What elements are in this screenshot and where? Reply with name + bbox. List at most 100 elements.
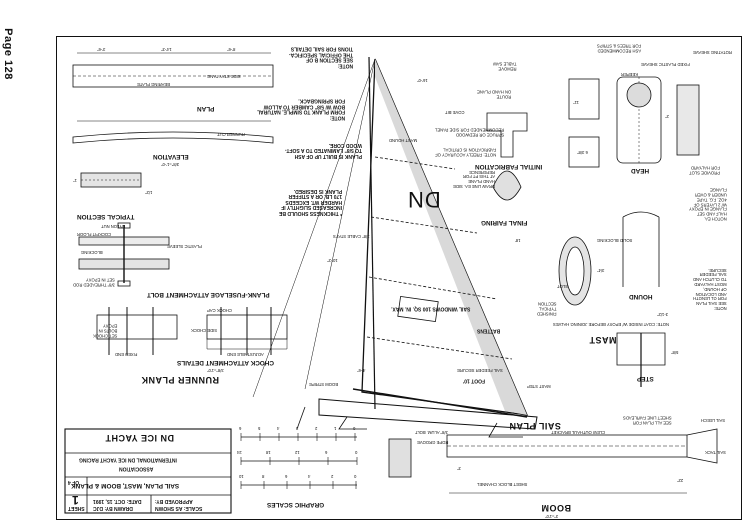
note-nylon-nut: NYLON NUT — [101, 223, 126, 229]
note-slot: SLOT — [557, 283, 568, 289]
runner-right — [488, 422, 523, 438]
note-finished: FINISHED TYPICAL SECTION — [537, 301, 557, 317]
note-cockpit-floor: COCKPIT FLOOR — [77, 231, 112, 237]
note-draw-line: DRAW LINE EA. SIDE HAND PLANE AT THIS PT… — [453, 169, 495, 190]
dim-2: 14'-3" — [161, 46, 172, 52]
sail-window — [397, 296, 439, 322]
title-block-drawn: DRAWN BY: DJC — [93, 505, 133, 511]
note-runner-cut: RUNNER CUT — [217, 131, 245, 137]
note-sail-leech: SAIL LEECH — [701, 417, 726, 423]
note-thickness: * THICKNESS SHOULD BE INCREASED SLIGHTLY… — [279, 187, 343, 216]
dim-14: 6 3/8" — [577, 149, 588, 155]
scale-a-5: 5 — [258, 425, 261, 431]
dim-6: 10'-2" — [327, 257, 338, 263]
head-sheave — [626, 82, 652, 108]
sail-window-label: SAIL WINDOWS 100 SQ. IN. MAX. — [391, 305, 471, 312]
note-spruce: SPRUCE OR REDWOOD RECOMMENDED FOR SIDE P… — [435, 127, 505, 138]
note-rope-groove: ROPE GROOVE — [417, 439, 449, 445]
scale-c-2: 4 — [308, 473, 311, 479]
note-plan: PLAN — [197, 105, 215, 112]
graphic-scales-drawing — [240, 433, 358, 489]
steer-runner — [296, 406, 306, 430]
dim-17: 22" — [677, 477, 684, 483]
note-boom-stripe: BOOM STRIPE — [309, 381, 339, 387]
note-side-stay: SIDE STAY TANG — [207, 73, 241, 79]
title-block-date: DATE: OCT. 15, 1991 — [93, 498, 142, 504]
sail-batten-2 — [370, 216, 478, 234]
note-mast-step: MAST STEP — [527, 383, 551, 389]
sail-insignia: DN — [407, 187, 441, 212]
note-sheet-block: SHEET BLOCK CHANNEL — [477, 481, 528, 487]
dim-5: 1" — [73, 177, 77, 183]
scale-c-3: 6 — [285, 473, 288, 479]
title-block-sheet-of: OF 4 — [68, 479, 80, 485]
boom-drawing — [388, 428, 718, 494]
forestay-line — [304, 58, 376, 390]
note-sail-feeder: SAIL FEEDER SECURE — [457, 367, 503, 373]
scale-b-1: 6 — [325, 449, 328, 455]
title-block-org-line2: ASSOCIATION — [119, 465, 154, 472]
drawing-sheet: DN ICE YACHT INTERNATIONAL DN ICE YACHT … — [56, 36, 742, 520]
final-fairing-shape — [492, 170, 522, 201]
note-solid-blocking: SOLID BLOCKING — [597, 237, 633, 243]
note-ash-rec: ASH RECOMMENDED FOR TREES & STRIPS — [597, 43, 642, 54]
runner-left — [338, 416, 367, 430]
step-detail — [616, 332, 666, 366]
title-block-scale: SCALE: AS SHOWN — [155, 505, 203, 511]
scale-c-5: 10 — [239, 473, 244, 479]
title-block-sheet-number: 1 — [71, 493, 79, 507]
scale-b-2: 12 — [295, 449, 300, 455]
sail-foot-label: FOOT 10' — [463, 377, 486, 384]
dim-15: 11" — [573, 99, 579, 105]
page-marker-text: Page 128 — [2, 28, 15, 80]
note-plastic-sleeve: PLASTIC SLEEVE — [167, 243, 202, 249]
hound-detail — [622, 211, 660, 287]
elevation-scale: 3/8"=1'-0" — [161, 161, 180, 167]
heading-runner-plank: RUNNER PLANK — [141, 375, 219, 385]
note-vertical-rod: 3/8" THREADED ROD SET IN EPOXY — [73, 277, 115, 288]
note-cable-stays: 3/8" CABLE STAYS — [333, 233, 370, 239]
mast-details-drawing — [486, 76, 700, 387]
blueprint-linework — [64, 52, 718, 514]
dim-3: 8'-6" — [227, 46, 236, 52]
note-sail-tack: SAIL TACK — [705, 449, 726, 455]
note-fixed-end: FIXED END — [115, 351, 138, 357]
chock-scale: 3/8"=1'0" — [207, 367, 224, 373]
note-accuracy: NOTE: FREELY ACCURACY OF FABRICATION IS … — [435, 147, 497, 158]
dim-16: 3" — [457, 465, 461, 471]
heading-mast: MAST — [589, 335, 617, 345]
fixed-chock — [96, 314, 178, 340]
dim-9: 18' — [515, 237, 521, 243]
note-notch: NOTCH EA. HALF AND SET FLANGE IN EPOXY W… — [689, 187, 727, 222]
scale-a-0: 0 — [353, 425, 356, 431]
heading-chock-details: CHOCK ATTACHMENT DETAILS — [177, 359, 275, 366]
sail-batten-3 — [368, 276, 498, 300]
note-chock-cap: CHOCK CAP — [207, 307, 232, 313]
note-side-chock: SIDE CHOCK — [191, 327, 218, 333]
note-cove-bit: COVE BIT — [445, 109, 465, 115]
heading-boom: BOOM — [541, 503, 571, 513]
scale-b-0: 0 — [355, 449, 358, 455]
scale-a-1: 1 — [334, 425, 337, 431]
scale-a-4: 4 — [277, 425, 280, 431]
note-bolts: SET CHOCK BOLTS IN EPOXY — [93, 323, 118, 339]
plank-elevation — [72, 131, 274, 144]
scale-a-2: 2 — [315, 425, 318, 431]
scale-a-3: 3 — [296, 425, 299, 431]
sail-battens-label: BATTENS — [477, 327, 501, 334]
page-marker: Page 128 — [0, 18, 16, 90]
scale-b-4: 24 — [237, 449, 242, 455]
dim-10: 3/4" — [597, 267, 605, 273]
sidestay-line — [252, 58, 376, 398]
dim-4: 1/2" — [145, 189, 153, 195]
title-block-sheet-title: SAIL PLAN, MAST, BOOM & PLANK — [71, 482, 180, 489]
dim-1: 3'-6" — [97, 46, 106, 52]
sail-batten-4 — [366, 336, 513, 360]
sail-shaded-luff — [375, 59, 527, 415]
boom-line — [352, 388, 528, 418]
note-plank-form: NOTE: FORM PLANK TO SIMPLE, NATURAL BOW … — [257, 97, 346, 121]
title-block-approved: APPROVED BY: — [155, 498, 193, 504]
chock-details-drawing — [96, 307, 288, 355]
note-bleed: NOTE: SEE SAIL PLAN FOR GL LENGTH AND LO… — [693, 267, 727, 312]
note-keeper: KEEPER — [621, 71, 638, 77]
